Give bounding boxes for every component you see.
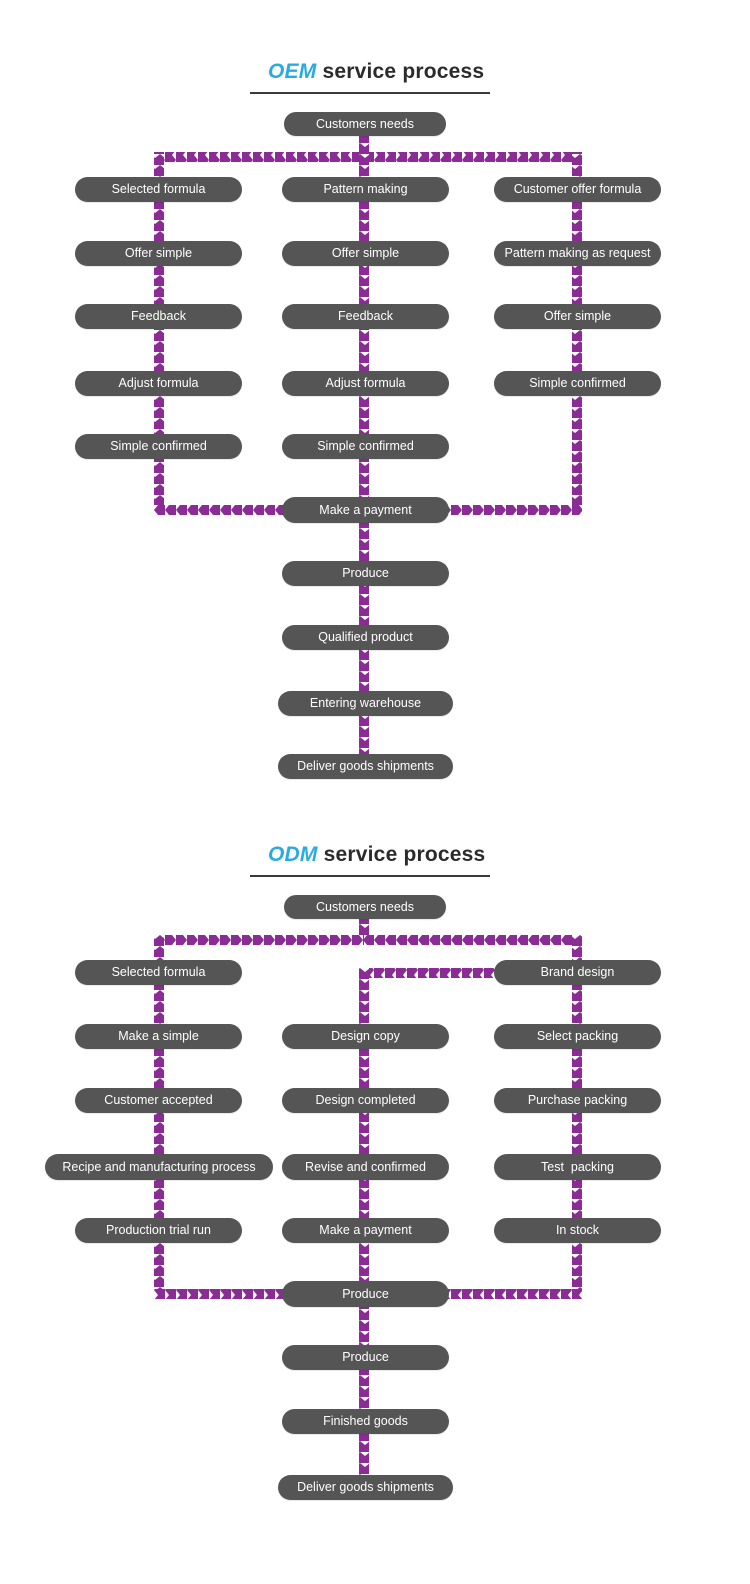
odm-right-node-3[interactable]: Purchase packing <box>494 1088 661 1113</box>
oem-left-node-2[interactable]: Offer simple <box>75 241 242 266</box>
odm-middle-node-1[interactable]: Design copy <box>282 1024 449 1049</box>
oem-tail-node-1[interactable]: Produce <box>282 561 449 586</box>
odm-title-acronym: ODM <box>268 843 318 866</box>
odm-merge-node[interactable]: Produce <box>282 1281 449 1307</box>
odm-title-underline <box>250 875 490 877</box>
odm-middle-node-4[interactable]: Make a payment <box>282 1218 449 1243</box>
oem-tail-node-2[interactable]: Qualified product <box>282 625 449 650</box>
oem-middle-node-4[interactable]: Adjust formula <box>282 371 449 396</box>
odm-left-node-2[interactable]: Make a simple <box>75 1024 242 1049</box>
odm-right-node-4[interactable]: Test packing <box>494 1154 661 1180</box>
oem-right-node-3[interactable]: Offer simple <box>494 304 661 329</box>
odm-tail-node-2[interactable]: Finished goods <box>282 1409 449 1434</box>
odm-tail-node-1[interactable]: Produce <box>282 1345 449 1370</box>
odm-left-node-1[interactable]: Selected formula <box>75 960 242 985</box>
odm-left-node-3[interactable]: Customer accepted <box>75 1088 242 1113</box>
odm-title: ODM service process <box>268 843 485 867</box>
oem-tail-node-4[interactable]: Deliver goods shipments <box>278 754 453 779</box>
oem-right-node-4[interactable]: Simple confirmed <box>494 371 661 396</box>
oem-left-node-5[interactable]: Simple confirmed <box>75 434 242 459</box>
odm-right-node-2[interactable]: Select packing <box>494 1024 661 1049</box>
oem-middle-node-5[interactable]: Simple confirmed <box>282 434 449 459</box>
oem-title-acronym: OEM <box>268 60 317 83</box>
oem-middle-node-1[interactable]: Pattern making <box>282 177 449 202</box>
oem-start-node[interactable]: Customers needs <box>284 112 446 136</box>
odm-right-node-1[interactable]: Brand design <box>494 960 661 985</box>
oem-right-node-1[interactable]: Customer offer formula <box>494 177 661 202</box>
odm-left-node-4[interactable]: Recipe and manufacturing process <box>45 1154 273 1180</box>
odm-start-node[interactable]: Customers needs <box>284 895 446 919</box>
oem-title-underline <box>250 92 490 94</box>
odm-title-rest: service process <box>323 843 486 866</box>
oem-right-node-2[interactable]: Pattern making as request <box>494 241 661 266</box>
oem-left-node-4[interactable]: Adjust formula <box>75 371 242 396</box>
odm-right-node-5[interactable]: In stock <box>494 1218 661 1243</box>
odm-left-node-5[interactable]: Production trial run <box>75 1218 242 1243</box>
odm-middle-node-3[interactable]: Revise and confirmed <box>282 1154 449 1180</box>
oem-title: OEM service process <box>268 60 484 84</box>
oem-tail-node-3[interactable]: Entering warehouse <box>278 691 453 716</box>
odm-tail-node-3[interactable]: Deliver goods shipments <box>278 1475 453 1500</box>
oem-left-node-3[interactable]: Feedback <box>75 304 242 329</box>
oem-middle-node-3[interactable]: Feedback <box>282 304 449 329</box>
oem-middle-node-2[interactable]: Offer simple <box>282 241 449 266</box>
oem-left-node-1[interactable]: Selected formula <box>75 177 242 202</box>
oem-merge-node[interactable]: Make a payment <box>282 497 449 523</box>
odm-middle-node-2[interactable]: Design completed <box>282 1088 449 1113</box>
oem-title-rest: service process <box>322 60 485 83</box>
